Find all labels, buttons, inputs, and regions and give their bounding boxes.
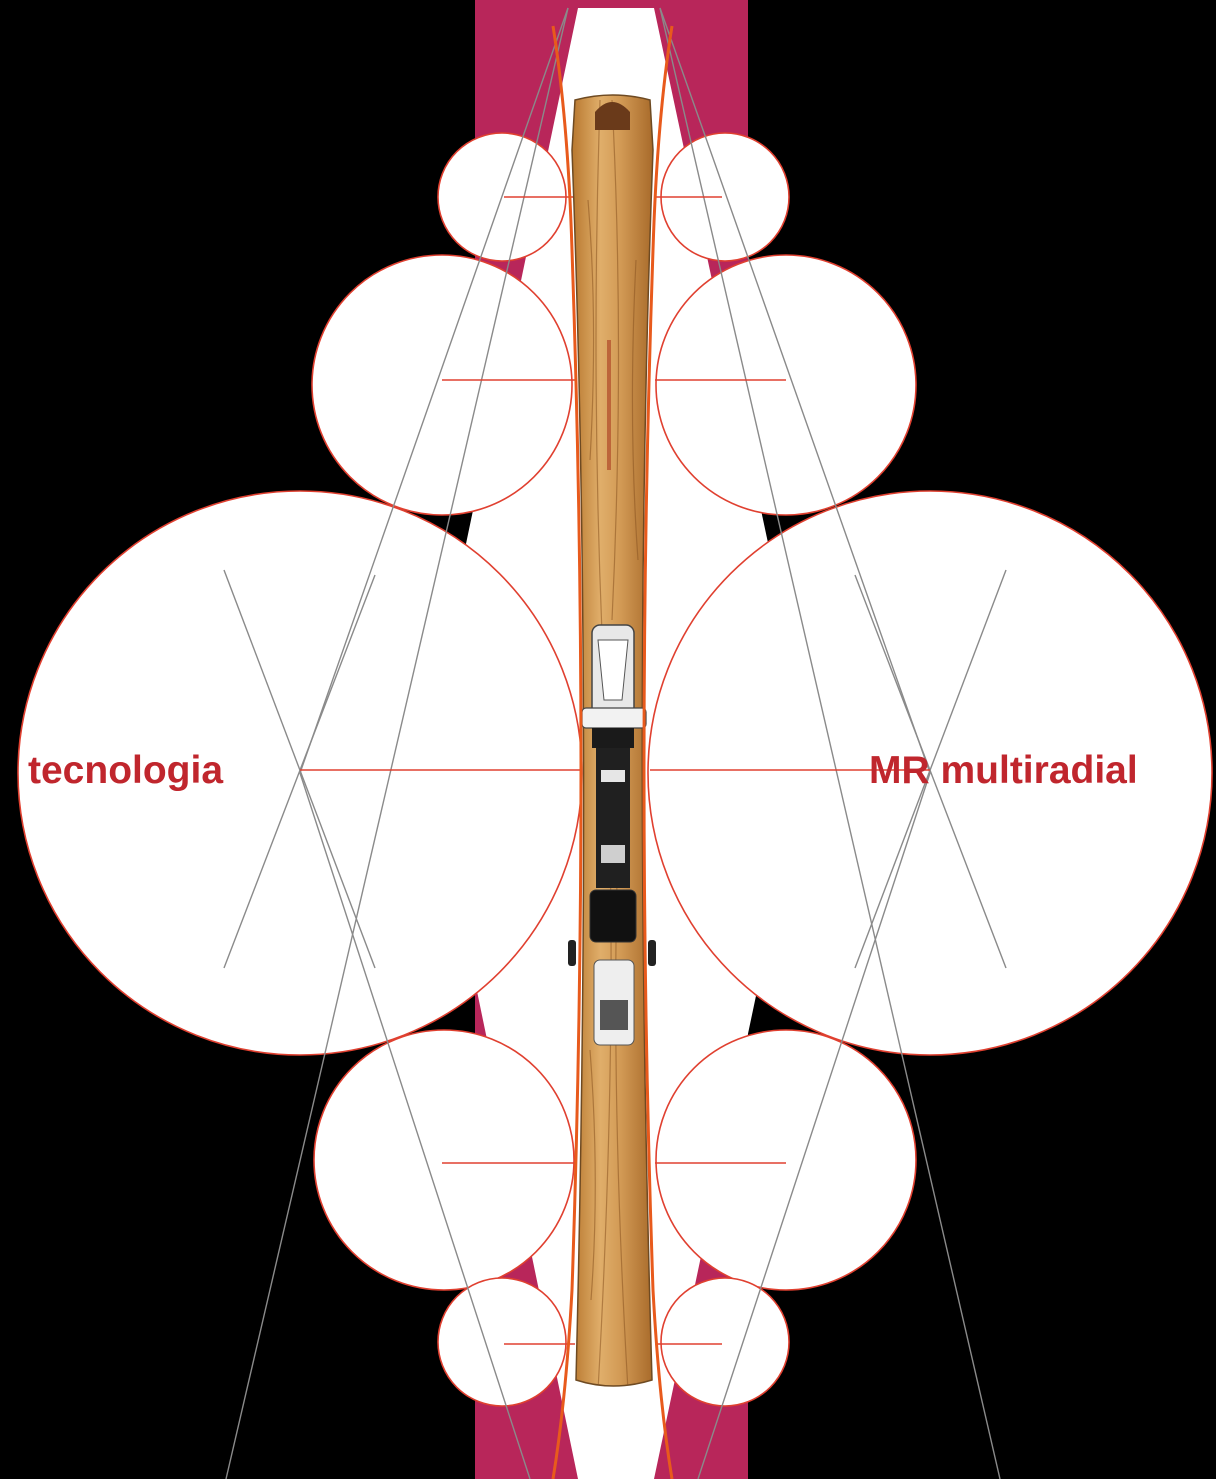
circle-upper-left-medium <box>312 255 572 515</box>
circle-bottom-right-small <box>661 1278 789 1406</box>
circle-bottom-left-small <box>438 1278 566 1406</box>
multiradial-label: MR multiradial <box>869 751 1138 790</box>
technology-label: tecnologia <box>28 751 223 790</box>
circle-lower-right-medium <box>656 1030 916 1290</box>
circle-lower-left-medium <box>314 1030 574 1290</box>
circle-upper-right-medium <box>656 255 916 515</box>
